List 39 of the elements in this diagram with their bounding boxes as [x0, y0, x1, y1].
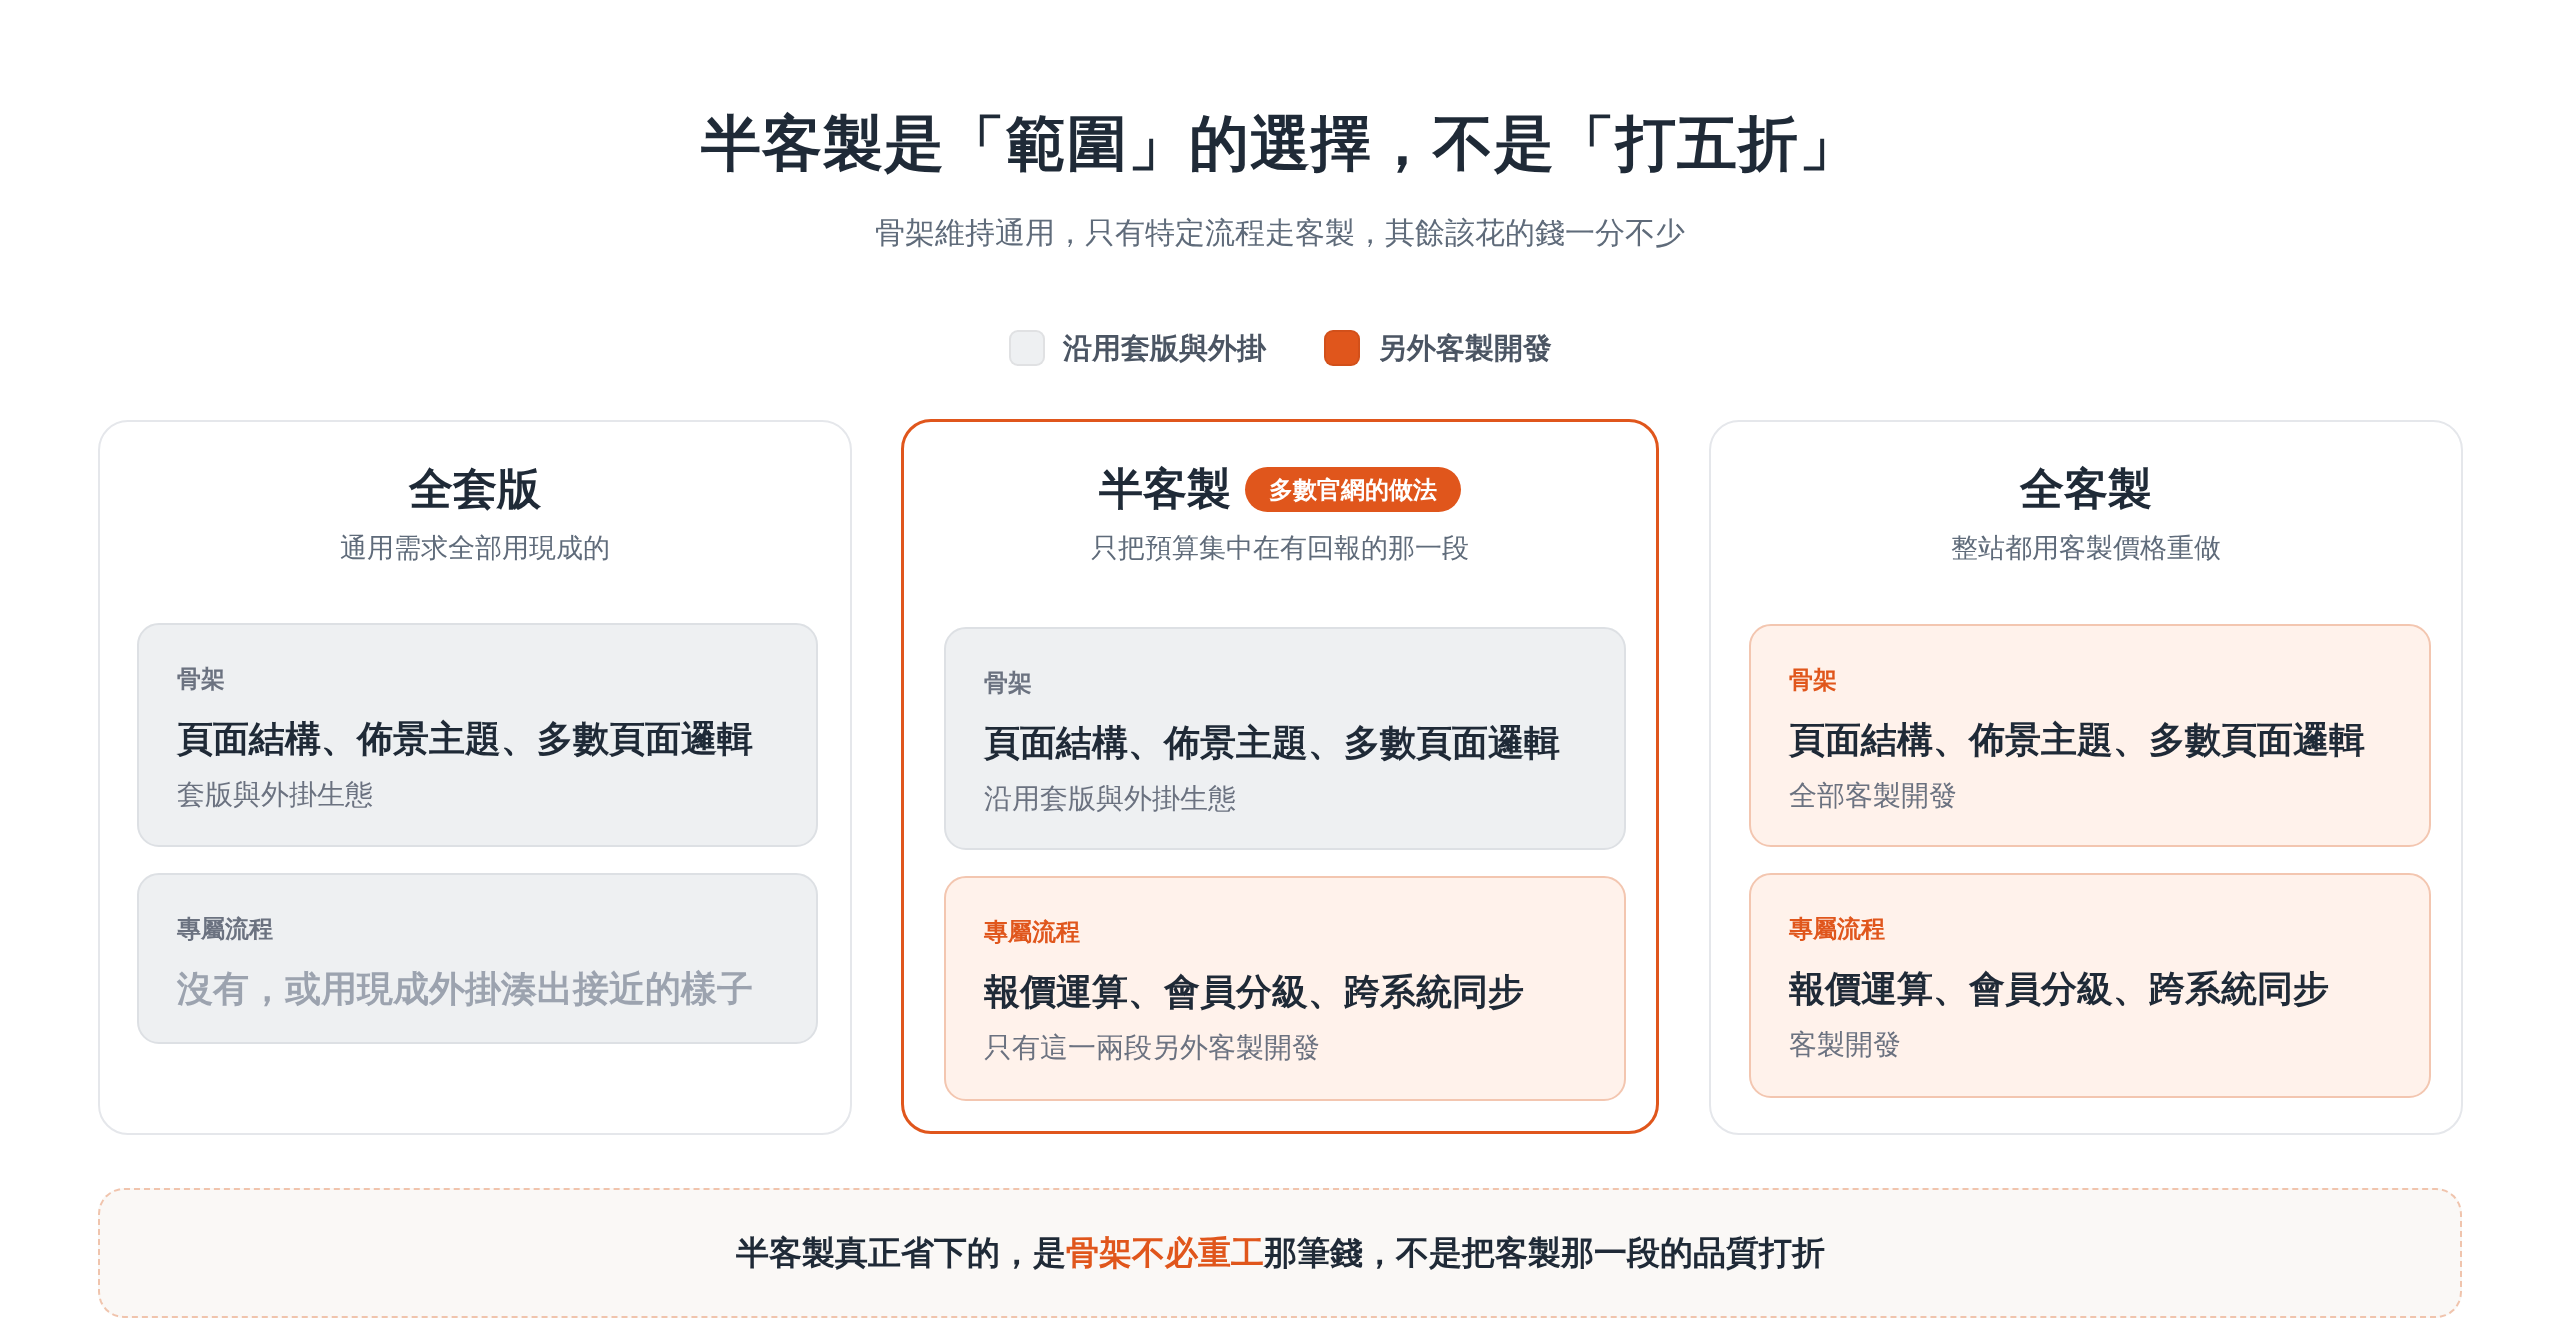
highlight-badge: 多數官網的做法	[1245, 466, 1461, 512]
card-label: 骨架	[177, 664, 225, 694]
column-title: 半客製	[1099, 463, 1231, 515]
plan-column-panel	[901, 419, 1659, 1134]
card-label: 骨架	[984, 668, 1032, 698]
feature-card	[1749, 624, 2431, 847]
feature-card	[944, 876, 1626, 1101]
column-title: 全套版	[409, 463, 541, 515]
column-subtitle: 整站都用客製價格重做	[1951, 532, 2221, 565]
card-description: 套版與外掛生態	[177, 778, 373, 812]
card-title: 頁面結構、佈景主題、多數頁面邏輯	[984, 721, 1560, 765]
card-description: 全部客製開發	[1789, 779, 1957, 813]
card-title: 頁面結構、佈景主題、多數頁面邏輯	[177, 717, 753, 761]
plan-column-panel	[1709, 420, 2463, 1135]
column-subtitle: 只把預算集中在有回報的那一段	[1091, 532, 1469, 565]
card-title: 報價運算、會員分級、跨系統同步	[1789, 967, 2329, 1011]
card-description: 客製開發	[1789, 1028, 1901, 1062]
feature-card	[944, 627, 1626, 850]
card-title: 沒有，或用現成外掛湊出接近的樣子	[177, 967, 753, 1011]
feature-card	[137, 873, 818, 1044]
summary-panel	[98, 1188, 2462, 1318]
legend-label: 沿用套版與外掛	[1062, 331, 1266, 366]
card-title: 報價運算、會員分級、跨系統同步	[984, 970, 1524, 1014]
card-label: 專屬流程	[1789, 914, 1885, 944]
plan-column-panel	[98, 420, 852, 1135]
page-title: 半客製是「範圍」的選擇，不是「打五折」	[700, 109, 1860, 179]
card-label: 骨架	[1789, 665, 1837, 695]
card-label: 專屬流程	[177, 914, 273, 944]
feature-card	[137, 623, 818, 847]
card-description: 沿用套版與外掛生態	[984, 782, 1236, 816]
column-title: 全客製	[2020, 463, 2152, 515]
summary-text: 半客製真正省下的，是骨架不必重工那筆錢，不是把客製那一段的品質打折	[735, 1233, 1825, 1273]
card-description: 只有這一兩段另外客製開發	[984, 1031, 1320, 1065]
page-subtitle: 骨架維持通用，只有特定流程走客製，其餘該花的錢一分不少	[875, 215, 1685, 251]
legend-label: 另外客製開發	[1377, 331, 1552, 366]
card-label: 專屬流程	[984, 917, 1080, 947]
column-subtitle: 通用需求全部用現成的	[340, 532, 610, 565]
card-title: 頁面結構、佈景主題、多數頁面邏輯	[1789, 718, 2365, 762]
feature-card	[1749, 873, 2431, 1098]
